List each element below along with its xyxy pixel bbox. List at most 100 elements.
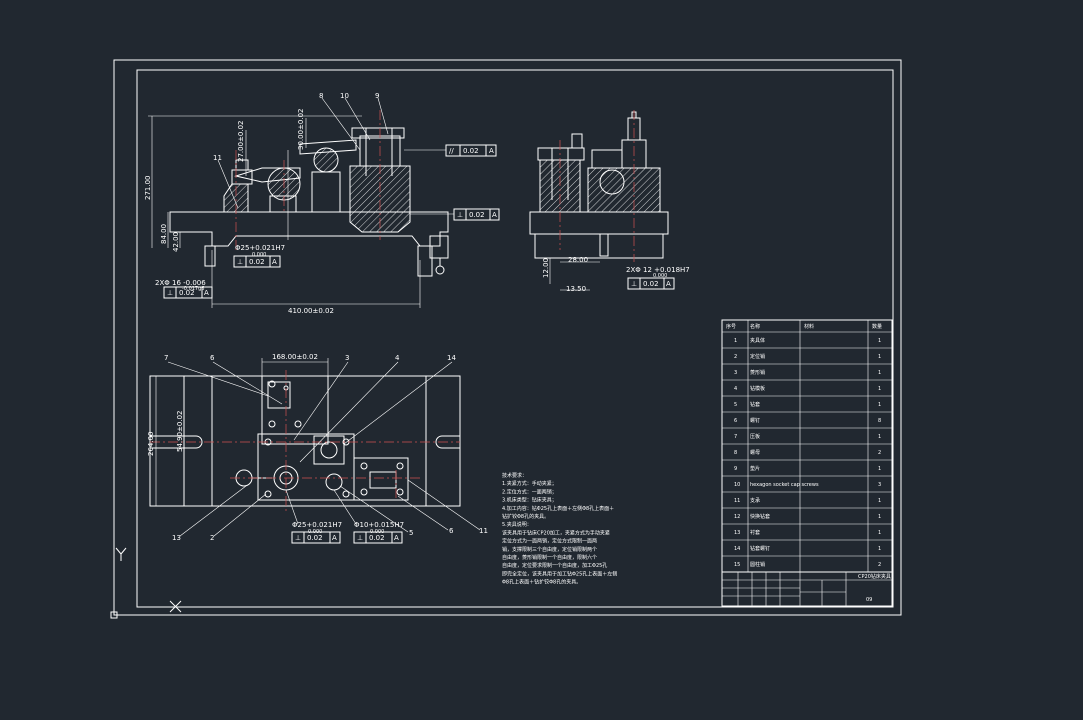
bom-header-cell: 名称 [750, 323, 760, 330]
bom-cell: 1 [878, 434, 881, 440]
svg-text:⊥: ⊥ [237, 258, 243, 266]
svg-text:A: A [394, 534, 399, 542]
dim-overall-height: 271.00 [144, 176, 152, 201]
bom-cell: hexagon socket cap screws [750, 482, 819, 488]
bom-cell: 7 [734, 434, 737, 440]
svg-text:A: A [489, 147, 494, 155]
bom-cell: 1 [878, 370, 881, 376]
bom-cell: 6 [734, 418, 737, 424]
bom-row: 3 菱形销 1 [734, 369, 881, 376]
side-dim-holes: 2XΦ 12 +0.018H7 [626, 266, 690, 274]
top-callout-4: 4 [395, 354, 400, 362]
bom-cell: 1 [878, 466, 881, 472]
inner-border [136, 69, 894, 608]
top-callout-14: 14 [447, 354, 456, 362]
bom-cell: 1 [734, 338, 737, 344]
bom-cell: 2 [734, 354, 737, 360]
bom-cell: 14 [734, 546, 740, 552]
top-dim-width: 168.00±0.02 [272, 353, 318, 361]
ucs-icon: X Y [110, 547, 182, 619]
bom-cell: 11 [734, 498, 740, 504]
note-line: 销，支撑限制三个自由度，定位销限制两个 [502, 546, 597, 553]
front-view [148, 97, 454, 308]
note-line: 即完全定位，该夹具用于加工钻Φ25孔上表面＋左侧 [502, 570, 617, 577]
title-name: CP20钻床夹具 [858, 573, 891, 580]
callout-8: 8 [319, 92, 323, 100]
top-tol-2: ⊥ 0.02 A [353, 531, 403, 544]
side-view [529, 110, 669, 291]
svg-text:0.02: 0.02 [179, 289, 195, 297]
svg-text:0.02: 0.02 [643, 280, 659, 288]
dim-30: 30.00±0.02 [297, 109, 305, 151]
bom-cell: 1 [878, 530, 881, 536]
svg-text:⊥: ⊥ [457, 211, 463, 219]
bom-cell: 10 [734, 482, 740, 488]
top-callout-2: 2 [210, 534, 214, 542]
ucs-x-label [169, 600, 182, 613]
callout-11: 11 [213, 154, 222, 162]
note-line: 1.夹紧方式：手动夹紧； [502, 480, 557, 487]
top-dim-offset: 54.90±0.02 [176, 411, 184, 453]
bom-cell: 15 [734, 562, 740, 568]
bom-cell: 菱形销 [750, 369, 765, 376]
bom-cell: 钻套螺钉 [750, 545, 770, 552]
bom-cell: 1 [878, 498, 881, 504]
top-callout-7: 7 [164, 354, 168, 362]
title-block: CP20钻床夹具 09 [721, 571, 893, 607]
top-callout-11: 11 [479, 527, 488, 535]
side-dim-h: 12.00 [542, 258, 550, 278]
note-line: 自由度，菱形销限制一个自由度，限制六个 [502, 554, 597, 561]
bom-cell: 1 [878, 402, 881, 408]
note-line: 钻扩铰Φ8孔的夹具。 [502, 513, 549, 520]
bom-cell: 1 [878, 354, 881, 360]
top-view [149, 358, 481, 537]
note-line: 5.夹具说明： [502, 521, 532, 528]
bom-cell: 3 [734, 370, 737, 376]
bom-cell: 定位销 [750, 353, 765, 360]
top-callout-5: 5 [409, 529, 413, 537]
top-dim-bore2: Φ10+0.015H7 [354, 521, 404, 529]
bom-cell: 圆柱销 [750, 561, 765, 568]
note-line: 4.加工内容：钻Φ25孔上表面＋左侧Φ8孔上表面＋ [502, 505, 614, 512]
svg-text:⊥: ⊥ [631, 280, 637, 288]
bom-cell: 13 [734, 530, 740, 536]
top-callout-6: 6 [210, 354, 215, 362]
note-line: 3.机床类型：钻床夹具； [502, 497, 557, 504]
svg-text:0.02: 0.02 [369, 534, 385, 542]
side-tol: ⊥ 0.02 A [627, 277, 675, 290]
bom-cell: 螺钉 [750, 417, 760, 424]
dim-bore: Φ25+0.021H7 [235, 244, 285, 252]
dim-pin-dev: -0.017g6 [182, 286, 204, 292]
bom-cell: 1 [878, 514, 881, 520]
bom-cell: 3 [878, 482, 881, 488]
note-line: Φ8孔上表面＋钻扩铰Φ8孔的夹具。 [502, 579, 581, 586]
outer-border [113, 59, 902, 616]
technical-notes: 技术要求：1.夹紧方式：手动夹紧；2.定位方式：一面两销；3.机床类型：钻床夹具… [502, 472, 617, 586]
bom-header-cell: 材料 [804, 323, 814, 330]
svg-text:A: A [666, 280, 671, 288]
top-tol-1: ⊥ 0.02 A [291, 531, 341, 544]
note-line: 自由度，定位要求限制一个自由度，加工Φ25孔 [502, 562, 607, 569]
bom-cell: 8 [734, 450, 737, 456]
tol-perp-pin: ⊥ 0.02 A [163, 286, 213, 299]
bom-cell: 1 [878, 338, 881, 344]
note-line: 该夹具用于钻床CP20加工，夹紧方式为手动夹紧 [502, 529, 610, 536]
side-dim-holes-dev: 0.000 [653, 273, 667, 279]
note-line: 定位方式为一面两销，定位方式限制一面两 [502, 538, 597, 545]
svg-text:0.02: 0.02 [249, 258, 265, 266]
bom-cell: 12 [734, 514, 740, 520]
